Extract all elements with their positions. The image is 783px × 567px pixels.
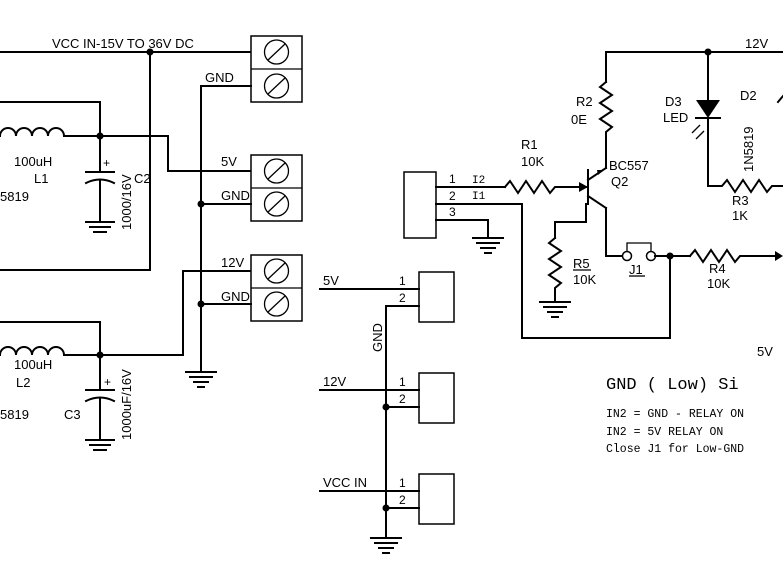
l2-value: 100uH	[14, 357, 52, 372]
gnd-vertical-label: GND	[370, 323, 385, 352]
conn-vcc-pin-1: 1	[399, 476, 406, 490]
inductor-l1: 100uH L1 5819	[0, 101, 169, 204]
d-partial-label-2: 5819	[0, 407, 29, 422]
note-line-2: IN2 = 5V RELAY ON	[606, 426, 723, 439]
gnd-label-terminal-1: GND	[205, 70, 234, 85]
c3-ref: C3	[64, 407, 81, 422]
r4-ref: R4	[709, 261, 726, 276]
r3-value: 1K	[732, 208, 748, 223]
resistor-r1: R1 10K	[503, 137, 587, 195]
c3-plus: +	[104, 375, 111, 389]
ground-symbol-input	[472, 237, 504, 254]
screw-terminal-5v	[250, 154, 303, 222]
j1-ref: J1	[629, 262, 643, 277]
note-line-1: IN2 = GND - RELAY ON	[606, 408, 744, 421]
diode-d2: D2 1N5819	[740, 88, 783, 172]
d2-ref: D2	[740, 88, 757, 103]
note-gnd-low-title: GND ( Low) Si	[606, 376, 739, 395]
input-pin-2: 2	[449, 189, 456, 203]
capacitor-c3: + C3 1000uF/16V	[64, 354, 134, 451]
output-connector-vcc-in: VCC IN 1 2	[319, 473, 455, 525]
inductor-l2: 100uH L2 5819	[0, 321, 184, 422]
c2-ref: C2	[134, 171, 151, 186]
v12-label-terminal-3: 12V	[221, 255, 244, 270]
v12-top-label: 12V	[745, 36, 768, 51]
conn-5v-label: 5V	[323, 273, 339, 288]
input-header: 1 2 3 I2 I1	[403, 171, 523, 239]
l2-ref: L2	[16, 375, 30, 390]
jumper-j1: J1	[621, 242, 691, 277]
l1-ref: L1	[34, 171, 48, 186]
capacitor-c2: + C2 1000/16V	[84, 135, 151, 233]
conn-12v-pin-2: 2	[399, 392, 406, 406]
resistor-r3: R3 1K	[707, 178, 783, 223]
d3-ref: D3	[665, 94, 682, 109]
conn-5v-pin-1: 1	[399, 274, 406, 288]
output-connector-5v: 5V 1 2	[319, 271, 455, 323]
r2-value: 0E	[571, 112, 587, 127]
conn-5v-pin-2: 2	[399, 291, 406, 305]
conn-12v-pin-1: 1	[399, 375, 406, 389]
conn-12v-label: 12V	[323, 374, 346, 389]
r2-ref: R2	[576, 94, 593, 109]
conn-vcc-pin-2: 2	[399, 493, 406, 507]
note-line-3: Close J1 for Low-GND	[606, 443, 744, 456]
gnd-label-terminal-2: GND	[221, 188, 250, 203]
c2-plus: +	[103, 156, 110, 170]
q2-ref: Q2	[611, 174, 628, 189]
ground-symbol-r5	[539, 301, 571, 318]
power-input-net: VCC IN-15V TO 36V DC	[0, 36, 252, 271]
r5-ref: R5	[573, 256, 590, 271]
r1-value: 10K	[521, 154, 544, 169]
conn-vcc-in-label: VCC IN	[323, 475, 367, 490]
c3-value: 1000uF/16V	[119, 369, 134, 440]
r4-value: 10K	[707, 276, 730, 291]
signal-i2: I2	[472, 175, 485, 187]
r5-value: 10K	[573, 272, 596, 287]
l1-value: 100uH	[14, 154, 52, 169]
resistor-r2: R2 0E	[571, 51, 614, 169]
d1-partial-label: 5819	[0, 189, 29, 204]
q2-type: BC557	[609, 158, 649, 173]
vcc-in-net-label: VCC IN-15V TO 36V DC	[52, 36, 194, 51]
r3-ref: R3	[732, 193, 749, 208]
resistor-r5: R5 10K	[547, 203, 596, 303]
v5-label-terminal-2: 5V	[221, 154, 237, 169]
ground-symbol-left	[185, 371, 217, 388]
d3-type: LED	[663, 110, 688, 125]
transistor-q2: BC557 Q2	[579, 158, 649, 210]
input-pin-1: 1	[449, 172, 456, 186]
ground-symbol-middle	[370, 537, 402, 554]
d2-value: 1N5819	[741, 126, 756, 172]
c2-value: 1000/16V	[119, 174, 134, 230]
screw-terminal-12v	[250, 254, 303, 322]
r1-ref: R1	[521, 137, 538, 152]
resistor-r4: R4 10K	[688, 248, 783, 291]
output-connector-12v: 12V 1 2	[319, 372, 455, 424]
led-d3: D3 LED	[663, 51, 721, 187]
note-title-5v: 5V	[757, 344, 773, 359]
gnd-label-terminal-3: GND	[221, 289, 250, 304]
screw-terminal-vcc-in	[250, 35, 303, 103]
input-pin-3: 3	[449, 205, 456, 219]
signal-i1: I1	[472, 191, 486, 203]
